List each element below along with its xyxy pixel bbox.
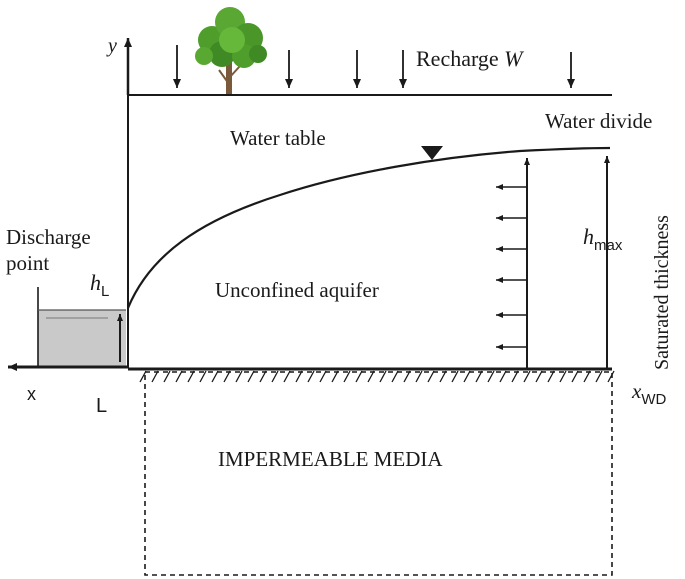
hatch-mark (211, 370, 219, 383)
hatch-mark (319, 370, 327, 383)
h-max-label: hmax (583, 224, 623, 254)
water-divide-label: Water divide (545, 109, 652, 133)
hatch-mark (571, 370, 579, 383)
hatch-mark (187, 370, 195, 383)
recharge-arrows (173, 45, 575, 88)
y-axis-label: y (106, 35, 117, 57)
hatch-mark (331, 370, 339, 383)
hatch-mark (487, 370, 495, 383)
h-L-label: hL (90, 270, 109, 300)
hatch-mark (271, 370, 279, 383)
L-label: L (96, 395, 107, 417)
tree-icon (195, 7, 267, 94)
hatch-mark (511, 370, 519, 383)
hatch-mark (499, 370, 507, 383)
flow-arrows (496, 184, 527, 350)
hatch-mark (451, 370, 459, 383)
discharge-label-line1: Discharge (6, 225, 91, 249)
hatch-mark (535, 370, 543, 383)
water-table-curve (126, 146, 611, 309)
hatch-mark (139, 370, 147, 383)
hatch-mark (247, 370, 255, 383)
hatch-mark (355, 370, 363, 383)
hatch-mark (295, 370, 303, 383)
hatch-mark (559, 370, 567, 383)
hatch-mark (463, 370, 471, 383)
discharge-label-line2: point (6, 251, 49, 275)
hatch-mark (607, 370, 615, 383)
saturated-thickness-label: Saturated thickness (651, 215, 673, 370)
hatch-mark (427, 370, 435, 383)
hatch-mark (391, 370, 399, 383)
hatch-mark (415, 370, 423, 383)
hatch-mark (199, 370, 207, 383)
hatch-mark (523, 370, 531, 383)
hatch-mark (283, 370, 291, 383)
discharge-water (38, 310, 126, 366)
hatch-mark (595, 370, 603, 383)
hatch-mark (235, 370, 243, 383)
hatch-mark (475, 370, 483, 383)
hatch-mark (583, 370, 591, 383)
hatch-mark (151, 370, 159, 383)
recharge-label: Recharge W (416, 46, 524, 71)
hatch-mark (259, 370, 267, 383)
hatch-mark (379, 370, 387, 383)
hatch-mark (163, 370, 171, 383)
hatch-mark (223, 370, 231, 383)
hatch-mark (439, 370, 447, 383)
unconfined-aquifer-label: Unconfined aquifer (215, 278, 379, 302)
impermeable-hatching (139, 370, 615, 383)
x-wd-label: xWD (631, 379, 666, 408)
hatch-mark (367, 370, 375, 383)
hatch-mark (307, 370, 315, 383)
water-table-label: Water table (230, 126, 326, 150)
hatch-mark (547, 370, 555, 383)
hatch-mark (403, 370, 411, 383)
inverted-triangle-icon (421, 146, 443, 160)
impermeable-media-label: IMPERMEABLE MEDIA (218, 447, 443, 471)
hatch-mark (175, 370, 183, 383)
x-axis-label: x (27, 384, 36, 404)
impermeable-media-box (144, 371, 613, 576)
hatch-mark (343, 370, 351, 383)
